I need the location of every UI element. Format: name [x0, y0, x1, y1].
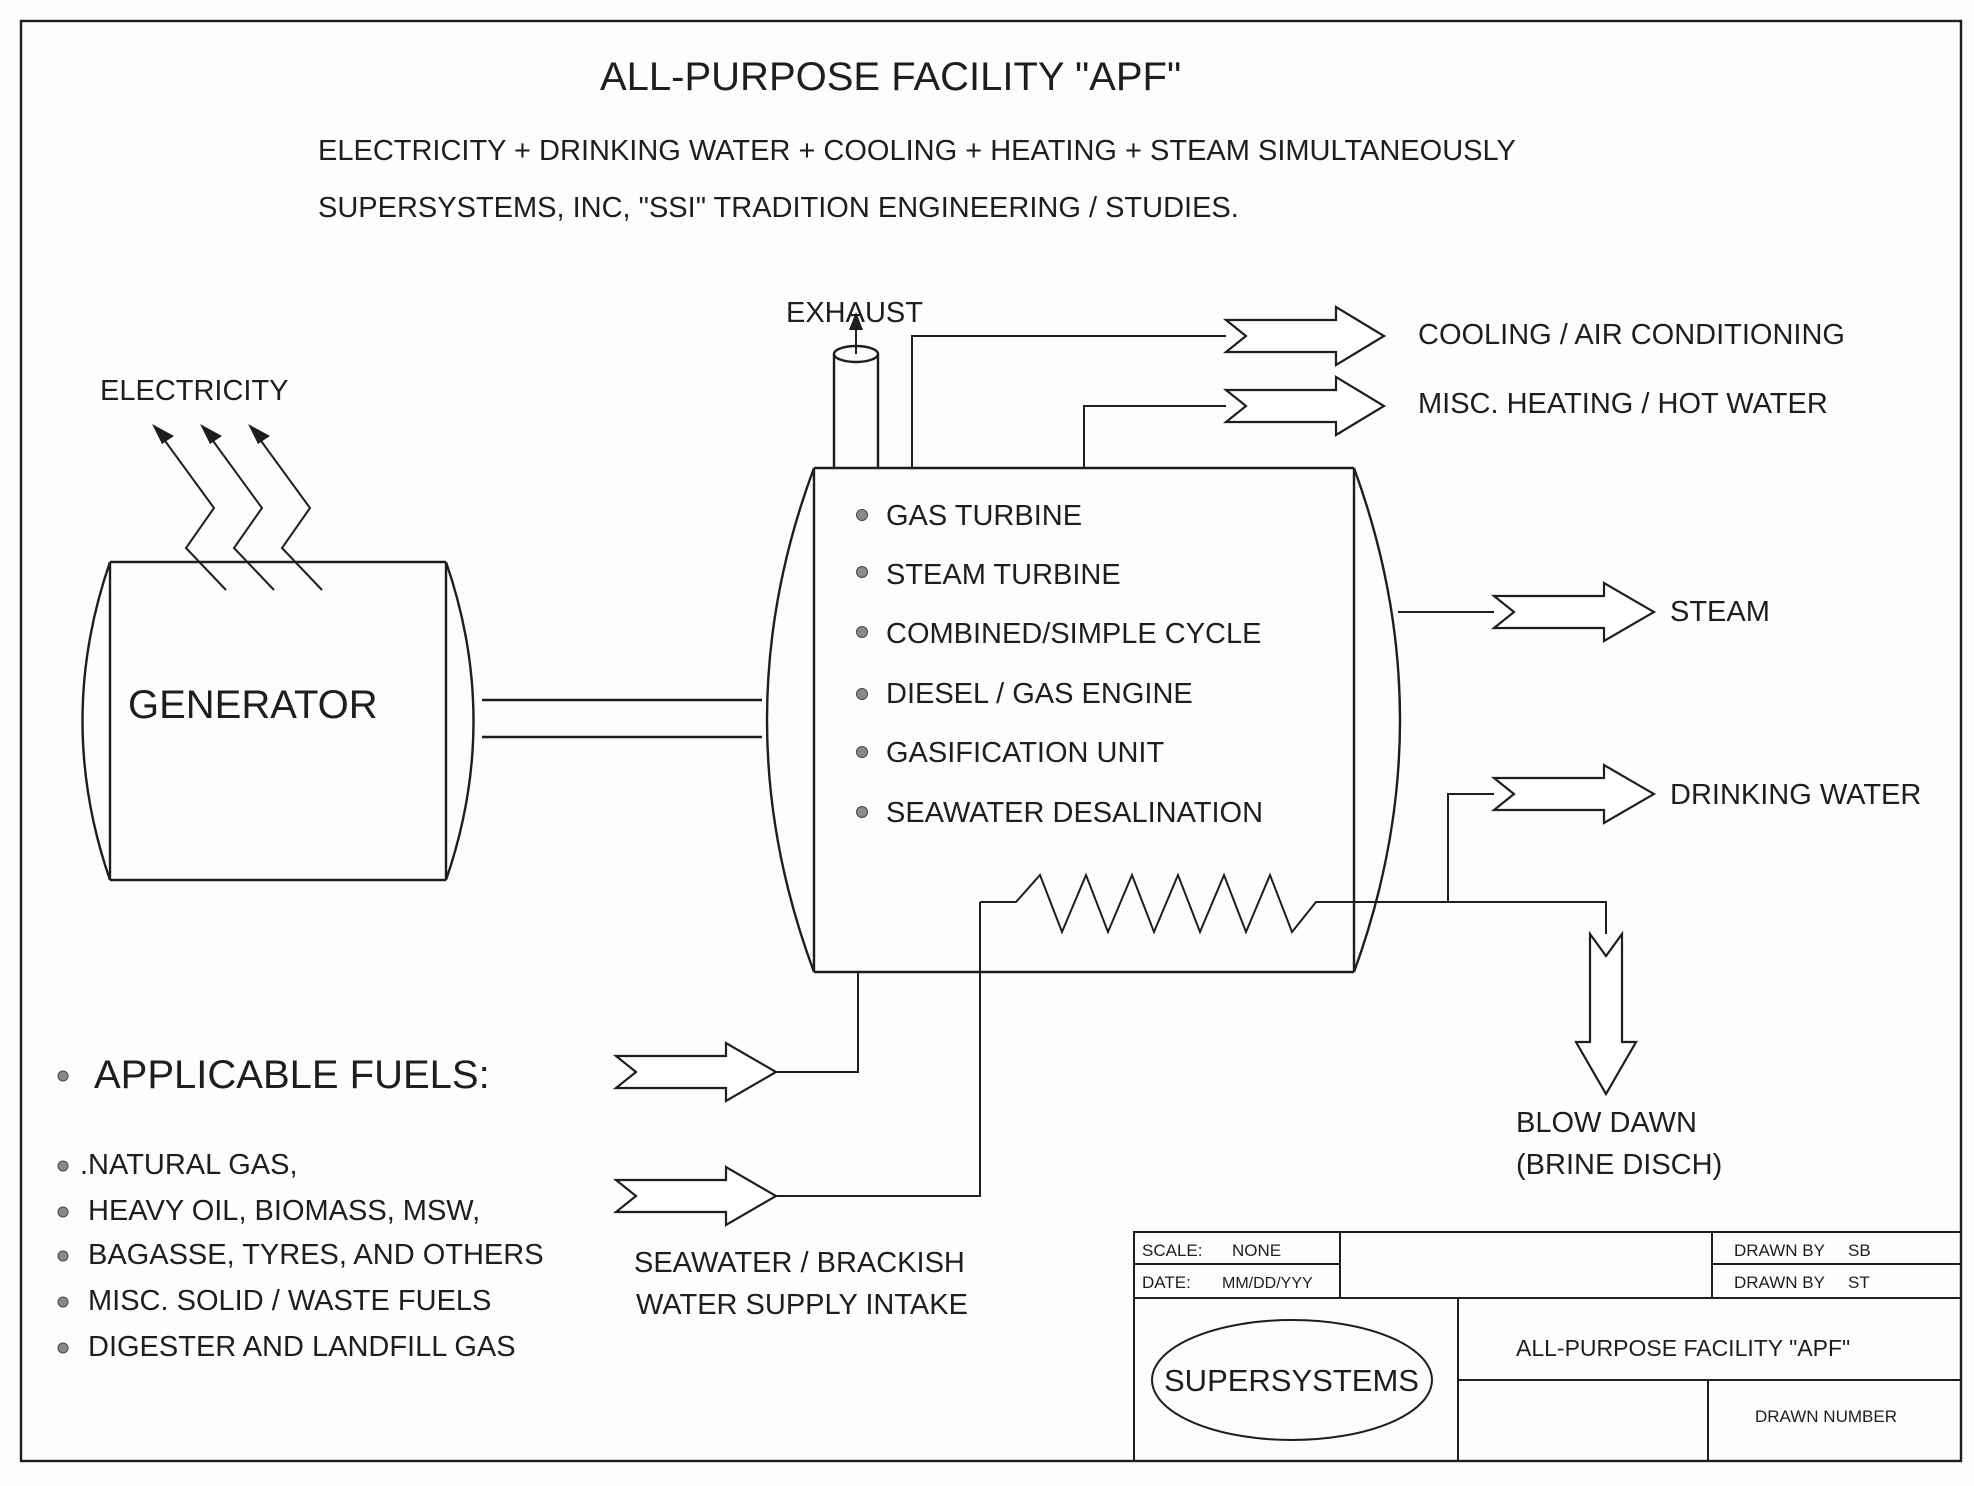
fuels-heading: APPLICABLE FUELS:	[94, 1053, 490, 1097]
electricity-label: ELECTRICITY	[100, 375, 289, 407]
fuel-inlet-line	[776, 972, 859, 1073]
plant-unit-list: GAS TURBINE STEAM TURBINE COMBINED/SIMPL…	[856, 500, 1263, 829]
drawn-by-2-label: DRAWN BY	[1734, 1273, 1825, 1292]
seawater-inlet-arrow	[612, 1165, 779, 1227]
blowdown-label-1: BLOW DAWN	[1516, 1107, 1697, 1139]
cooling-line	[911, 335, 1226, 468]
exhaust-stack	[832, 312, 880, 468]
generator-label: GENERATOR	[128, 683, 378, 727]
drinking-water-line	[1447, 793, 1494, 902]
steam-arrow	[1490, 581, 1657, 643]
scale-value: NONE	[1232, 1241, 1281, 1260]
generator-vessel	[81, 560, 475, 882]
plant-unit-steam-turbine: STEAM TURBINE	[886, 559, 1121, 591]
fuel-item: .NATURAL GAS,	[80, 1149, 298, 1181]
drawn-by-2-value: ST	[1848, 1273, 1870, 1292]
fuel-list: .NATURAL GAS, HEAVY OIL, BIOMASS, MSW, B…	[57, 1149, 544, 1363]
drawn-by-1-value: SB	[1848, 1241, 1871, 1260]
date-label: DATE:	[1142, 1273, 1191, 1292]
desalination-coil	[980, 872, 1452, 935]
steam-label: STEAM	[1670, 596, 1770, 628]
drawing-title: ALL-PURPOSE FACILITY "APF"	[1516, 1335, 1850, 1361]
fuel-item: DIGESTER AND LANDFILL GAS	[88, 1331, 516, 1363]
heating-label: MISC. HEATING / HOT WATER	[1418, 388, 1828, 420]
plant-unit-gasification: GASIFICATION UNIT	[886, 737, 1164, 769]
fuel-item: MISC. SOLID / WASTE FUELS	[88, 1285, 491, 1317]
blowdown-label-2: (BRINE DISCH)	[1516, 1149, 1722, 1181]
drinking-water-label: DRINKING WATER	[1670, 779, 1921, 811]
drawn-number-label: DRAWN NUMBER	[1755, 1407, 1897, 1426]
heating-arrow	[1222, 375, 1387, 437]
electricity-lightning-arrows	[152, 424, 323, 591]
cooling-arrow	[1222, 305, 1387, 367]
title-block	[1133, 1231, 1962, 1462]
blowdown-line	[1452, 901, 1607, 934]
drawn-by-1-label: DRAWN BY	[1734, 1241, 1825, 1260]
generator-shaft	[482, 698, 762, 739]
drinking-water-arrow	[1490, 763, 1657, 825]
exhaust-label: EXHAUST	[786, 297, 923, 329]
plant-vessel	[765, 466, 1402, 974]
diagram-title: ALL-PURPOSE FACILITY "APF"	[600, 55, 1181, 99]
blowdown-arrow	[1574, 930, 1638, 1097]
fuel-item: HEAVY OIL, BIOMASS, MSW,	[88, 1195, 480, 1227]
subtitle-line-1: ELECTRICITY + DRINKING WATER + COOLING +…	[318, 135, 1516, 167]
company-logo-text: SUPERSYSTEMS	[1164, 1363, 1419, 1398]
cooling-label: COOLING / AIR CONDITIONING	[1418, 319, 1845, 351]
plant-unit-diesel-engine: DIESEL / GAS ENGINE	[886, 678, 1193, 710]
seawater-inlet-line	[776, 902, 981, 1197]
plant-unit-combined-cycle: COMBINED/SIMPLE CYCLE	[886, 618, 1261, 650]
sheet-border	[19, 19, 1963, 1463]
scale-label: SCALE:	[1142, 1241, 1202, 1260]
date-value: MM/DD/YYY	[1222, 1275, 1313, 1292]
plant-unit-desalination: SEAWATER DESALINATION	[886, 797, 1263, 829]
plant-unit-gas-turbine: GAS TURBINE	[886, 500, 1082, 532]
seawater-label-2: WATER SUPPLY INTAKE	[636, 1289, 968, 1321]
subtitle-line-2: SUPERSYSTEMS, INC, "SSI" TRADITION ENGIN…	[318, 192, 1239, 224]
seawater-label-1: SEAWATER / BRACKISH	[634, 1247, 965, 1279]
fuel-item: BAGASSE, TYRES, AND OTHERS	[88, 1239, 544, 1271]
fuel-inlet-arrow	[612, 1041, 779, 1103]
heating-line	[1083, 405, 1226, 468]
